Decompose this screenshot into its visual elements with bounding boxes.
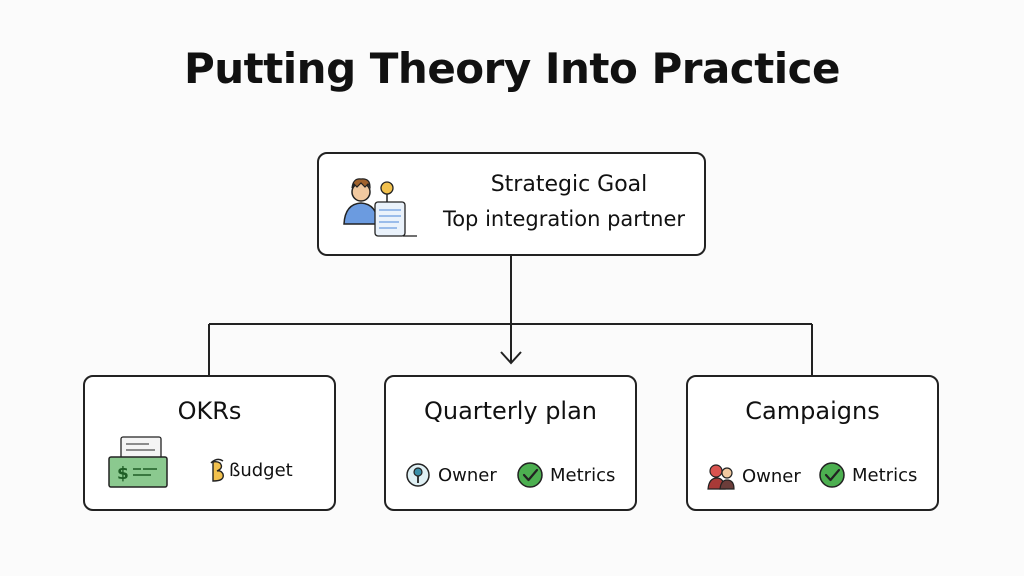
okrs-box: OKRs $ ßudget [83, 375, 336, 511]
quarterly-plan-metrics-label: Metrics [550, 464, 616, 486]
okrs-item-budget: ßudget [209, 457, 293, 483]
goal-heading: Strategic Goal [490, 172, 648, 197]
check-circle-icon [819, 462, 845, 488]
money-check-icon: $ [108, 436, 168, 488]
okrs-item-money: $ [107, 435, 175, 489]
quarterly-plan-owner-label: Owner [438, 464, 497, 486]
campaigns-box: Campaigns Owner Metrics [686, 375, 939, 511]
quarterly-plan-title: Quarterly plan [423, 397, 598, 425]
budget-icon [210, 458, 224, 482]
svg-text:$: $ [117, 464, 129, 484]
person-with-document-illustration [343, 178, 417, 237]
down-arrow-head [500, 351, 522, 365]
campaigns-title: Campaigns [745, 397, 880, 425]
strategic-goal-box: Strategic Goal Top integration partner [317, 152, 706, 256]
goal-text: Top integration partner [442, 207, 686, 231]
campaigns-owner-label: Owner [742, 465, 801, 487]
okrs-item-budget-label: ßudget [229, 459, 293, 481]
quarterly-plan-metrics: Metrics [516, 461, 615, 489]
people-icon [707, 464, 735, 490]
campaigns-metrics-label: Metrics [852, 464, 918, 486]
quarterly-plan-owner: Owner [404, 461, 497, 489]
owner-icon [406, 463, 430, 487]
campaigns-metrics: Metrics [818, 461, 917, 489]
campaigns-owner: Owner [706, 461, 801, 491]
page-title: Putting Theory Into Practice [183, 44, 841, 93]
check-circle-icon [517, 462, 543, 488]
quarterly-plan-box: Quarterly plan Owner Metrics [384, 375, 637, 511]
okrs-title: OKRs [177, 397, 242, 425]
